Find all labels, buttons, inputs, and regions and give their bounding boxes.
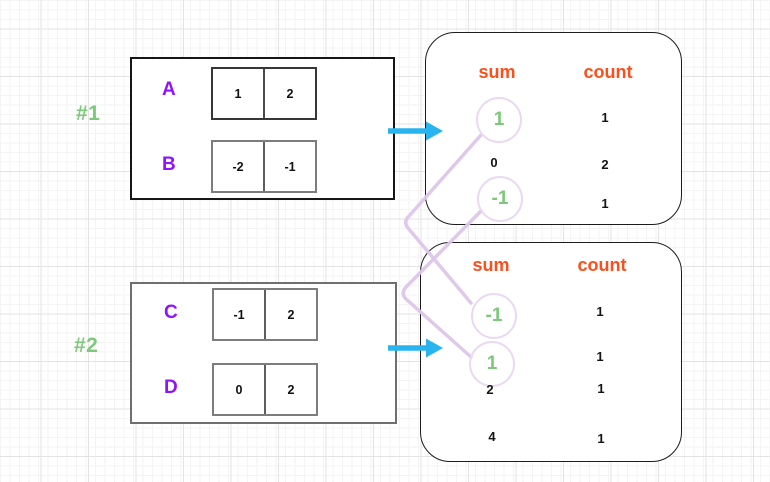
example-1-count-header: count	[583, 62, 633, 82]
example-2-sum-value-circled: 1	[469, 341, 515, 387]
array-b-label: B	[162, 154, 176, 175]
example-2-sum-value-circled: -1	[471, 293, 517, 339]
array-a-label: A	[162, 79, 176, 100]
array-d-cells: 0 2	[212, 363, 318, 416]
example-1-sum-value: 0	[490, 155, 498, 170]
example-1-count-value: 1	[601, 110, 609, 125]
array-a-cell-0: 1	[234, 86, 242, 101]
array-c-label: C	[164, 302, 178, 323]
example-2-label: #2	[74, 334, 99, 357]
array-c-cell-0: -1	[233, 307, 245, 322]
array-d-label: D	[164, 377, 178, 398]
example-1-label: #1	[76, 102, 101, 125]
array-b-cells: -2 -1	[211, 140, 317, 193]
example-2-count-value: 1	[597, 431, 605, 446]
example-1-count-value: 1	[601, 196, 609, 211]
array-d-cell-0: 0	[235, 382, 243, 397]
example-1-map-box	[425, 32, 682, 225]
array-d-cell-1: 2	[264, 365, 316, 414]
array-a-cell-1: 2	[263, 69, 315, 118]
example-1-sum-value-circled: -1	[477, 176, 523, 222]
example-2-count-value: 1	[597, 381, 605, 396]
array-c-cells: -1 2	[212, 288, 318, 341]
example-1-sum-value-circled: 1	[476, 97, 522, 143]
example-1-count-value: 2	[601, 157, 609, 172]
example-2-sum-header: sum	[472, 255, 510, 275]
example-2-count-value: 1	[596, 349, 604, 364]
example-2-map-box	[420, 242, 682, 462]
example-2-count-value: 1	[596, 304, 604, 319]
array-b-cell-1: -1	[263, 142, 315, 191]
example-2-sum-value: 4	[488, 429, 496, 444]
example-2-count-header: count	[577, 255, 627, 275]
array-a-cells: 1 2	[211, 67, 317, 120]
example-2-sum-value: 2	[486, 382, 494, 397]
example-1-sum-header: sum	[478, 62, 516, 82]
array-c-cell-1: 2	[264, 290, 316, 339]
array-b-cell-0: -2	[232, 159, 244, 174]
